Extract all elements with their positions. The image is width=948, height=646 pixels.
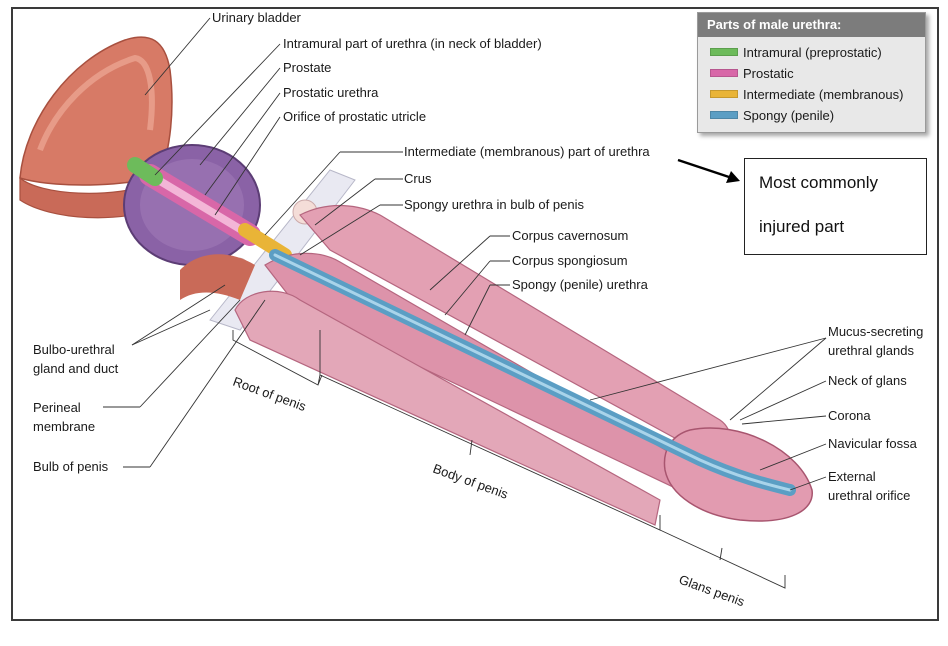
legend-item-intramural: Intramural (preprostatic) (710, 43, 882, 61)
leader-lines (103, 17, 827, 491)
label-mucus-glands-line1: Mucus-secreting (828, 324, 923, 339)
pointer-arrow (677, 158, 740, 183)
label-corpus-spongiosum: Corpus spongiosum (512, 253, 628, 268)
label-intramural: Intramural part of urethra (in neck of b… (283, 36, 542, 51)
legend-label: Intermediate (membranous) (743, 86, 904, 102)
label-external-orifice-line1: External (828, 469, 876, 484)
label-urinary-bladder: Urinary bladder (212, 10, 302, 25)
label-bulb-of-penis: Bulb of penis (33, 459, 109, 474)
label-prostatic-urethra: Prostatic urethra (283, 85, 379, 100)
legend-title: Parts of male urethra: (698, 13, 925, 37)
legend-label: Intramural (preprostatic) (743, 44, 882, 60)
penis-shaft-illustration (234, 205, 813, 526)
label-navicular-fossa: Navicular fossa (828, 436, 918, 451)
legend-label: Prostatic (743, 65, 794, 81)
prostate-illustration (123, 144, 261, 266)
annotation-box: Most commonly injured part (744, 158, 927, 255)
label-corona: Corona (828, 408, 871, 423)
legend-swatch-orange (710, 90, 738, 98)
annotation-line1: Most commonly (759, 173, 879, 192)
legend-item-spongy: Spongy (penile) (710, 106, 834, 124)
label-external-orifice-line2: urethral orifice (828, 488, 910, 503)
legend-item-prostatic: Prostatic (710, 64, 794, 82)
label-bulbo-line2: gland and duct (33, 361, 119, 376)
label-orifice-utricle: Orifice of prostatic utricle (283, 109, 426, 124)
annotation-line2: injured part (759, 217, 845, 236)
label-prostate: Prostate (283, 60, 331, 75)
label-perineal-line2: membrane (33, 419, 95, 434)
label-mucus-glands-line2: urethral glands (828, 343, 914, 358)
label-spongy-urethra: Spongy (penile) urethra (512, 277, 649, 292)
legend-swatch-green (710, 48, 738, 56)
label-intermediate-part: Intermediate (membranous) part of urethr… (404, 144, 650, 159)
legend-swatch-blue (710, 111, 738, 119)
legend-item-intermediate: Intermediate (membranous) (710, 85, 903, 103)
label-neck-of-glans: Neck of glans (828, 373, 907, 388)
legend-label: Spongy (penile) (743, 107, 835, 123)
legend-box: Parts of male urethra: Intramural (prepr… (697, 12, 926, 133)
label-bulbo-line1: Bulbo-urethral (33, 342, 115, 357)
label-corpus-cavernosum: Corpus cavernosum (512, 228, 628, 243)
label-perineal-line1: Perineal (33, 400, 81, 415)
legend-swatch-pink (710, 69, 738, 77)
label-crus: Crus (404, 171, 432, 186)
label-spongy-bulb: Spongy urethra in bulb of penis (404, 197, 584, 212)
region-brackets (232, 330, 786, 589)
